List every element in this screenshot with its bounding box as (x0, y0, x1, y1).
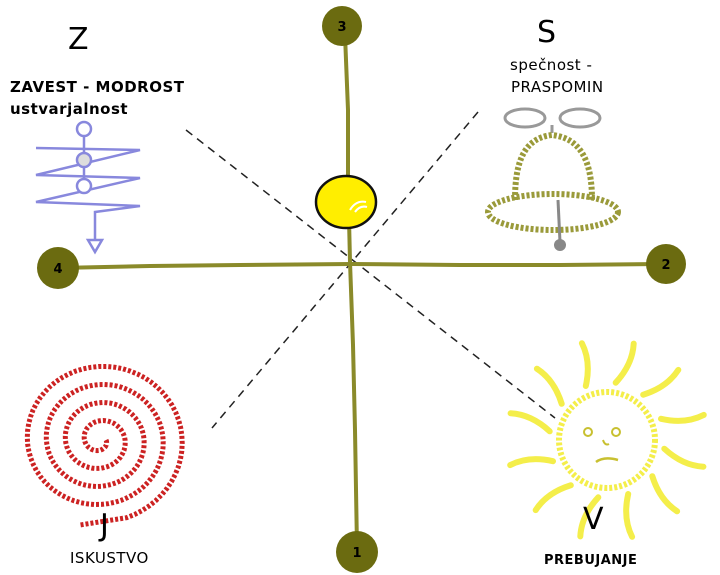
sun-icon (510, 343, 704, 537)
quadrant-s-title: spečnost - (510, 56, 592, 74)
node-1-label: 1 (352, 546, 361, 561)
quadrant-j-letter: J (100, 508, 109, 543)
node-3: 3 (322, 6, 362, 46)
spiral-icon (27, 367, 182, 526)
sun-ray (616, 344, 634, 383)
node-4-label: 4 (53, 262, 62, 277)
diagonal-line-nw-se (186, 130, 555, 418)
quadrant-s-letter: S (537, 15, 556, 50)
quadrant-v-title: PREBUJANJE (544, 553, 637, 568)
node-2-label: 2 (661, 258, 670, 273)
sun-ray (626, 494, 632, 537)
bell-icon (488, 109, 618, 251)
quadrant-s-subtitle: PRASPOMIN (511, 78, 604, 96)
node-4: 4 (37, 247, 79, 289)
sun-ray (511, 413, 550, 431)
sun-ray (510, 459, 553, 465)
quadrant-z-title: ZAVEST - MODROST (10, 78, 185, 96)
sun-ray (652, 476, 677, 511)
dashed-diagonals (186, 112, 555, 428)
sun-ray (643, 370, 678, 395)
vertical-axis (345, 35, 357, 548)
quadrant-z-subtitle: ustvarjalnost (10, 100, 128, 118)
node-2: 2 (646, 244, 686, 284)
sun-ray (582, 343, 588, 386)
node-3-label: 3 (337, 20, 346, 35)
sun-ray (661, 415, 704, 421)
sun-ray (664, 449, 703, 467)
sun-ray (536, 485, 571, 510)
quadrant-z-letter: Z (68, 22, 89, 57)
sun-ray (537, 369, 562, 404)
yellow-orb-icon (316, 176, 376, 228)
diagonal-line-ne-sw (212, 112, 478, 428)
horizontal-axis (58, 264, 662, 268)
coil-spring-icon (36, 122, 140, 252)
node-1: 1 (336, 531, 378, 573)
quadrant-j-title: ISKUSTVO (70, 549, 149, 567)
quadrant-v-letter: V (583, 502, 604, 537)
